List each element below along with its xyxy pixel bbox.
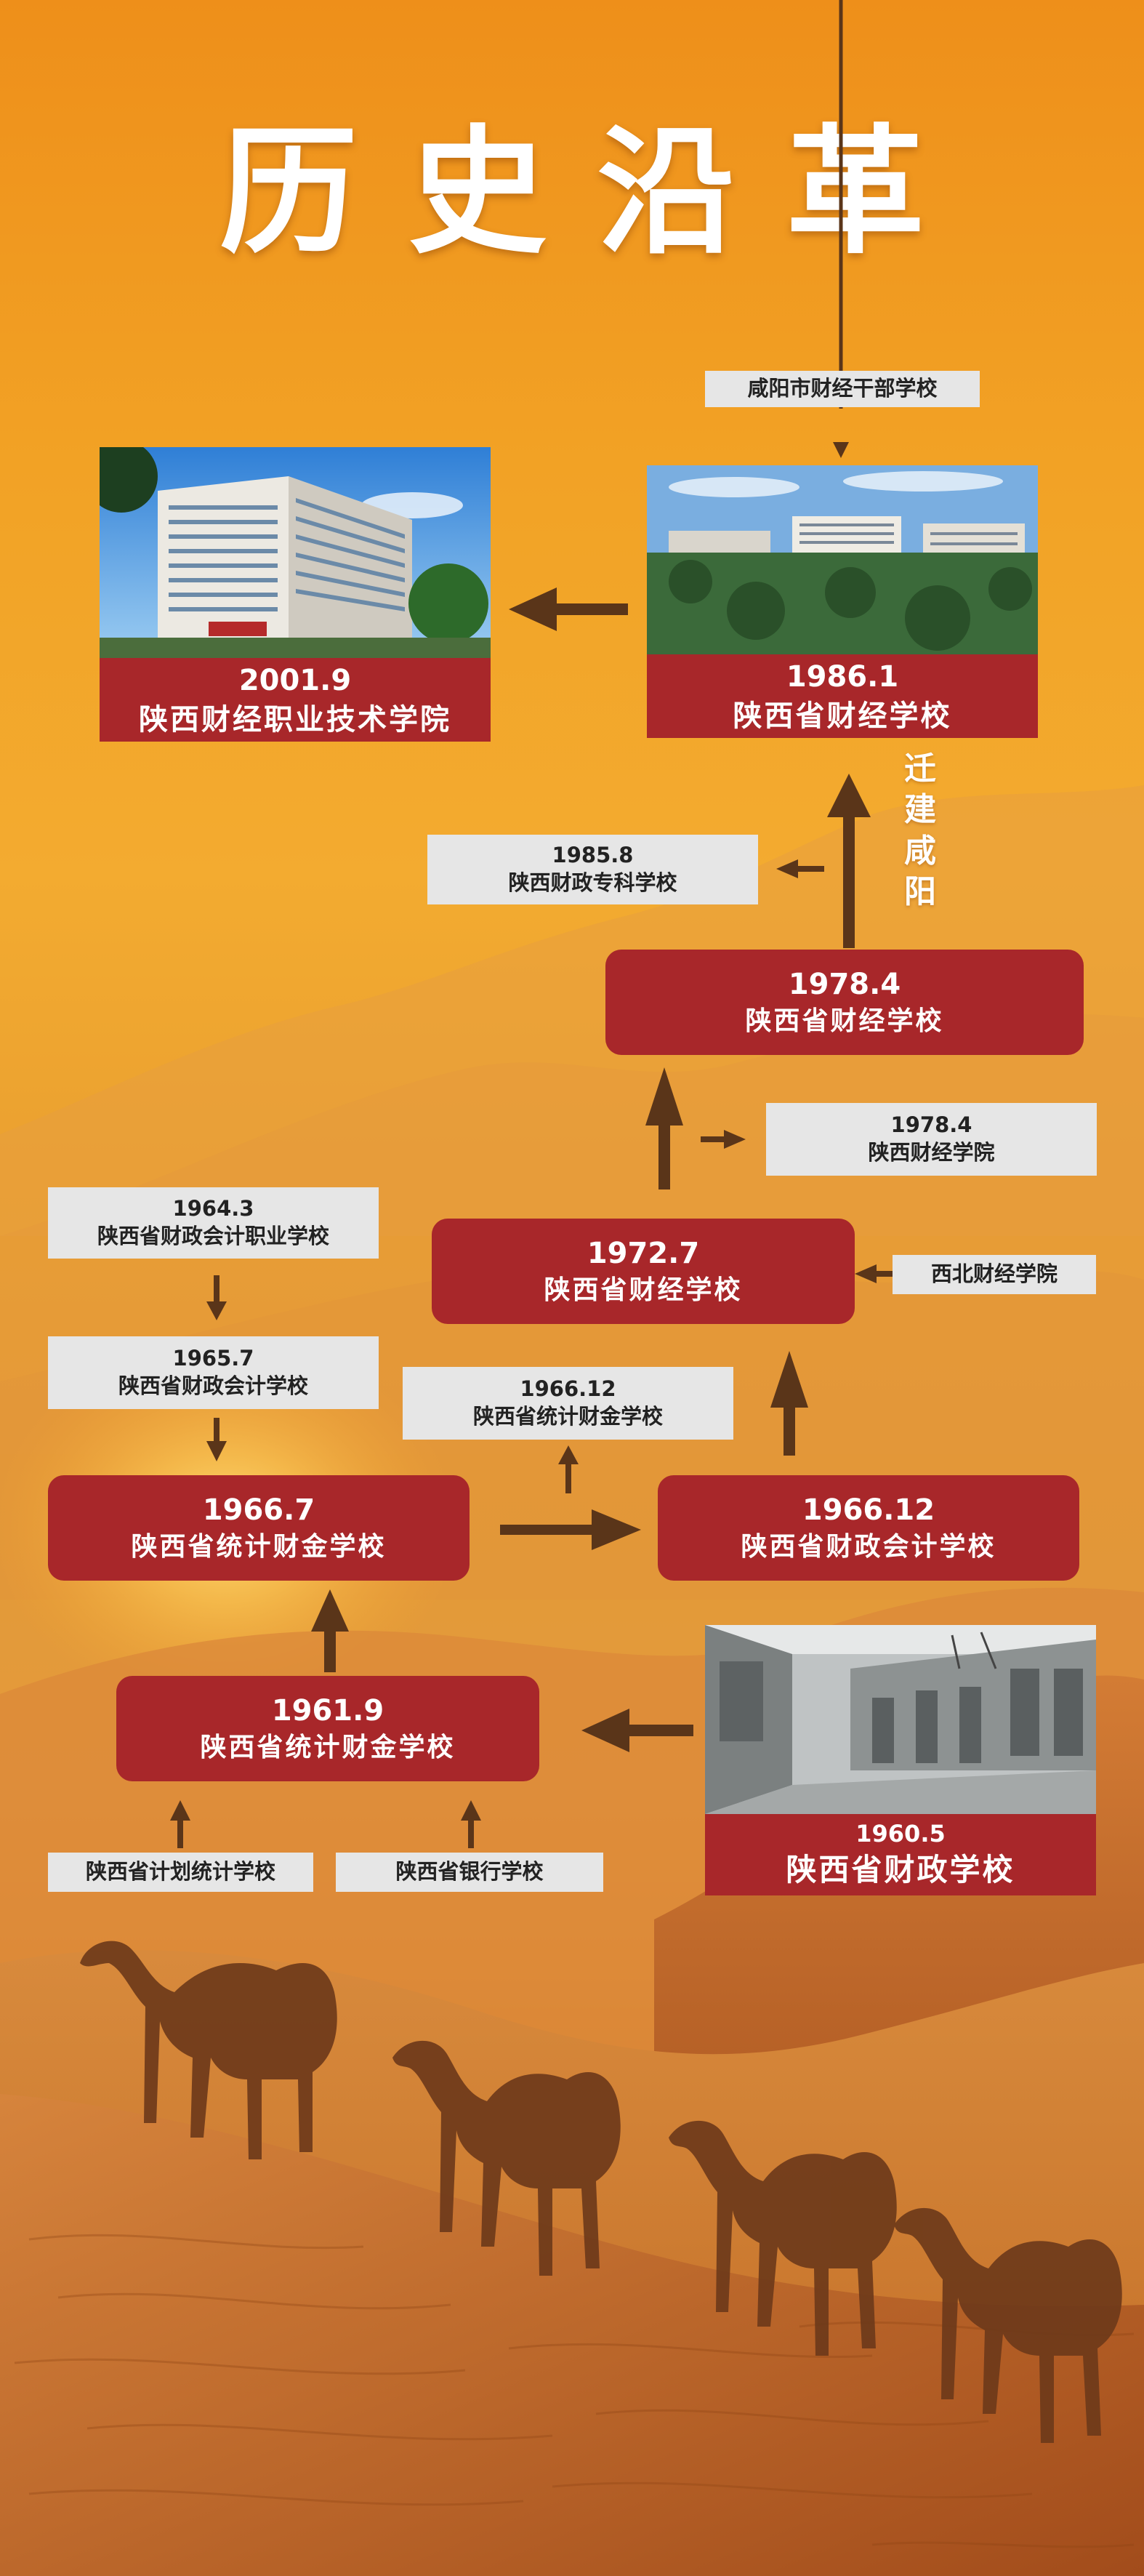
arrow-right-icon [500,1509,641,1550]
card-caption: 1960.5 陕西省财政学校 [705,1814,1096,1895]
arrow-right-icon [701,1130,746,1149]
arrow-left-icon [581,1709,693,1752]
label-text: 咸阳市财经干部学校 [747,376,938,401]
street-photo-1960 [705,1625,1096,1814]
card-caption: 1986.1 陕西省财经学校 [647,654,1038,738]
arrow-up-icon [170,1800,190,1848]
milestone-name: 陕西省统计财金学校 [131,1532,387,1562]
page-title: 历史沿革 [219,112,975,273]
arrow-up-icon [461,1800,481,1848]
label-1965: 1965.7 陕西省财政会计学校 [48,1336,379,1409]
milestone-year: 1966.12 [802,1493,935,1528]
label-name: 陕西省财政会计职业学校 [97,1224,329,1248]
card-name: 陕西财经职业技术学院 [139,702,451,737]
milestone-year: 1978.4 [788,968,901,1002]
relocation-annotation: 迁建咸阳 [904,750,936,910]
campus-photo-1986 [647,465,1038,654]
milestone-name: 陕西省财政会计学校 [741,1532,996,1562]
label-name: 陕西省统计财金学校 [472,1404,663,1429]
label-1985: 1985.8 陕西财政专科学校 [427,835,758,904]
milestone-1961: 1961.9 陕西省统计财金学校 [116,1676,539,1781]
label-1978: 1978.4 陕西财经学院 [766,1103,1097,1176]
arrow-down-icon [833,0,849,458]
card-year: 2001.9 [238,663,352,697]
camel-icon [669,2120,897,2356]
label-year: 1966.12 [520,1376,616,1402]
label-year: 1965.7 [172,1346,254,1371]
label-1966: 1966.12 陕西省统计财金学校 [403,1367,733,1440]
milestone-1972: 1972.7 陕西省财经学校 [432,1219,855,1324]
label-text: 陕西省银行学校 [395,1859,544,1885]
arrow-down-icon [206,1418,227,1461]
arrow-left-icon [509,587,628,631]
arrow-left-icon [855,1264,904,1283]
label-text: 陕西省计划统计学校 [85,1859,275,1885]
label-xibei: 西北财经学院 [893,1255,1096,1294]
arrow-up-icon [827,774,871,948]
milestone-year: 1966.7 [202,1493,315,1528]
label-yinhang: 陕西省银行学校 [336,1853,603,1892]
campus-photo-2001 [100,447,491,658]
arrow-up-icon [645,1067,683,1189]
label-year: 1985.8 [552,843,634,868]
label-year: 1964.3 [172,1196,254,1221]
label-name: 陕西财政专科学校 [508,870,677,895]
card-name: 陕西省财政学校 [786,1852,1015,1888]
arrow-up-icon [770,1351,808,1456]
card-1986: 1986.1 陕西省财经学校 [647,465,1038,738]
arrow-down-icon [206,1275,227,1320]
card-name: 陕西省财经学校 [733,699,952,733]
label-year: 1978.4 [890,1112,972,1138]
label-name: 陕西省财政会计学校 [118,1373,308,1398]
card-2001: 2001.9 陕西财经职业技术学院 [100,447,491,742]
milestone-name: 陕西省财经学校 [544,1275,743,1306]
camel-icon [80,1941,337,2159]
milestone-name: 陕西省统计财金学校 [200,1733,456,1763]
arrow-up-icon [311,1589,349,1672]
label-name: 陕西财经学院 [868,1140,995,1165]
card-year: 1986.1 [786,659,899,694]
milestone-1978: 1978.4 陕西省财经学校 [605,950,1084,1055]
milestone-1966-7: 1966.7 陕西省统计财金学校 [48,1475,470,1581]
label-text: 西北财经学院 [930,1261,1058,1287]
milestone-1966-12: 1966.12 陕西省财政会计学校 [658,1475,1079,1581]
camel-icon [392,2040,621,2276]
milestone-year: 1972.7 [587,1237,700,1271]
milestone-year: 1961.9 [271,1694,384,1728]
milestone-name: 陕西省财经学校 [745,1006,944,1037]
label-1964: 1964.3 陕西省财政会计职业学校 [48,1187,379,1259]
label-xianyang: 咸阳市财经干部学校 [705,371,980,407]
card-1960: 1960.5 陕西省财政学校 [705,1625,1096,1895]
label-jihua: 陕西省计划统计学校 [48,1853,313,1892]
card-caption: 2001.9 陕西财经职业技术学院 [100,658,491,742]
arrow-left-icon [776,859,824,878]
card-year: 1960.5 [855,1820,946,1848]
arrow-up-icon [558,1445,579,1493]
camel-icon [894,2207,1122,2443]
